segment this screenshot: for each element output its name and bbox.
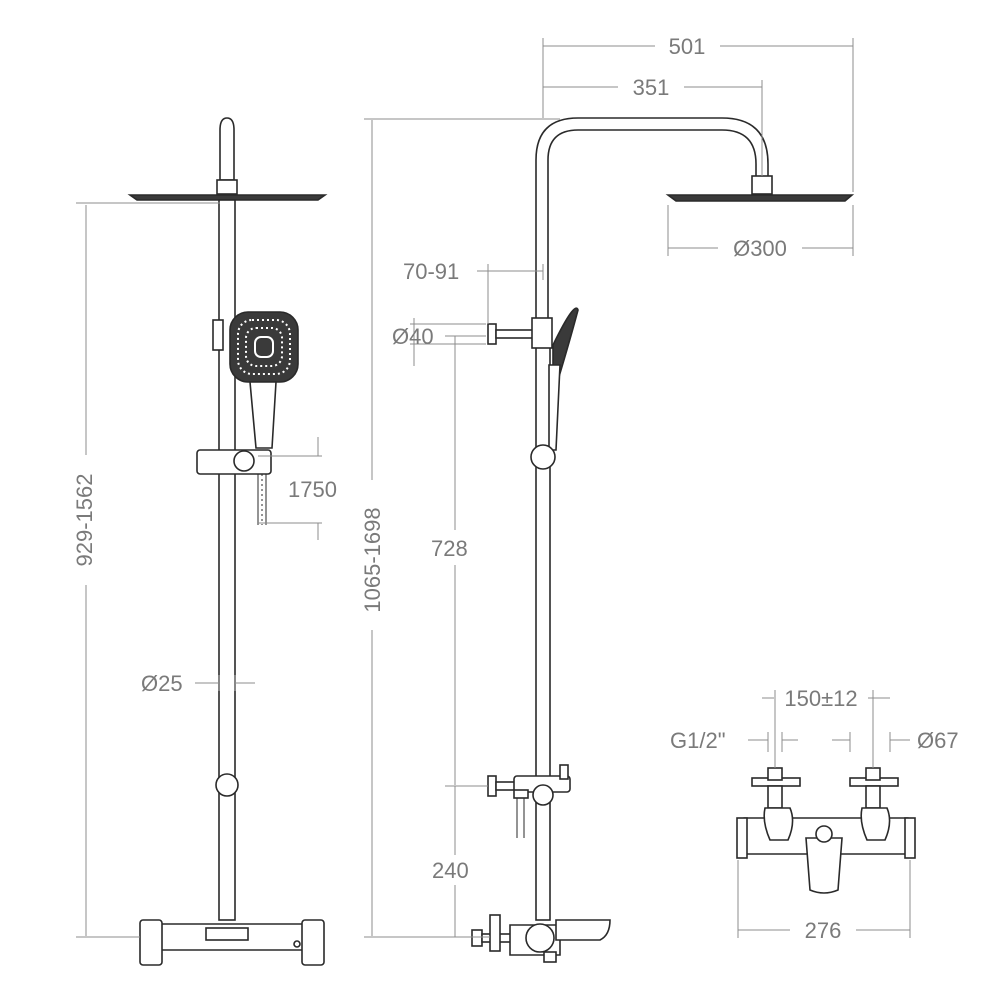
dim-276-label: 276 (805, 918, 842, 943)
side-diverter-body (532, 784, 554, 806)
front-arm-stub (219, 117, 235, 181)
side-mixer-spout (555, 919, 611, 941)
front-view: 929-1562 1750 Ø25 (72, 117, 337, 966)
front-mixer-right-knob (301, 919, 325, 966)
dim-300-label: Ø300 (733, 236, 787, 261)
side-lower-bracket-plate (487, 775, 497, 797)
detail-mixer-right-cap (904, 817, 916, 859)
dim-728-label: 728 (431, 536, 468, 561)
dim-501-label: 501 (669, 34, 706, 59)
side-overhead-arm (535, 117, 769, 321)
detail-left-escutcheon (763, 807, 794, 841)
mixer-detail-view: 150±12 G1/2" Ø67 276 (670, 686, 959, 943)
dim-150-label: 150±12 (784, 686, 857, 711)
side-upper-bracket-clamp (531, 317, 553, 349)
front-upper-bracket (212, 319, 224, 351)
detail-mixer-spout (805, 837, 843, 894)
dim-side-height-label: 1065-1698 (360, 507, 385, 612)
side-view: 1065-1698 501 351 Ø300 70-91 Ø40 72 (358, 34, 855, 963)
side-rain-head (665, 194, 855, 202)
dim-240-label: 240 (432, 858, 469, 883)
side-diverter-knob (559, 764, 569, 780)
side-upper-bracket-arm (495, 329, 537, 339)
side-lower-hose (516, 796, 525, 838)
detail-mixer-outlet (815, 825, 833, 843)
dim-front-height-label: 929-1562 (72, 474, 97, 567)
side-rail (535, 319, 551, 921)
detail-right-inlet-nut (865, 767, 881, 781)
front-hand-shower-face-3 (254, 336, 274, 358)
side-upper-bracket-plate (487, 323, 497, 345)
front-mixer-dot (293, 940, 301, 948)
front-mixer-outlet (205, 927, 249, 941)
front-slide-knob (233, 450, 255, 472)
front-hand-shower-head (229, 311, 299, 383)
front-hand-shower-face-1 (237, 319, 291, 375)
side-mixer-wall-plate (471, 929, 483, 947)
front-hand-shower-face-2 (245, 327, 283, 367)
front-head-connector (216, 179, 238, 195)
dim-g12-label: G1/2" (670, 728, 726, 753)
front-rain-head (127, 194, 328, 201)
side-mixer-nut (543, 951, 557, 963)
side-head-connector (751, 175, 773, 195)
side-mixer-knob (525, 923, 555, 953)
front-rail-coupling (215, 773, 239, 797)
detail-mixer-left-cap (736, 817, 748, 859)
front-mixer-left-knob (139, 919, 163, 966)
dim-67-label: Ø67 (917, 728, 959, 753)
dim-70-91-label: 70-91 (403, 259, 459, 284)
side-hand-shower-handle (548, 364, 561, 451)
side-slide-knob (530, 444, 556, 470)
detail-right-inlet-stem (865, 785, 881, 809)
side-lower-hose-fitting (513, 789, 529, 799)
dim-351-label: 351 (633, 75, 670, 100)
dim-40-label: Ø40 (392, 324, 434, 349)
front-hose (257, 474, 267, 525)
detail-right-escutcheon (860, 807, 891, 841)
front-hand-shower-handle (249, 381, 277, 449)
detail-left-inlet-nut (767, 767, 783, 781)
front-rail (218, 199, 236, 921)
side-mixer-flange (489, 914, 501, 952)
detail-left-inlet-stem (767, 785, 783, 809)
dim-hose-label: 1750 (288, 477, 337, 502)
dim-rail-label: Ø25 (141, 671, 183, 696)
